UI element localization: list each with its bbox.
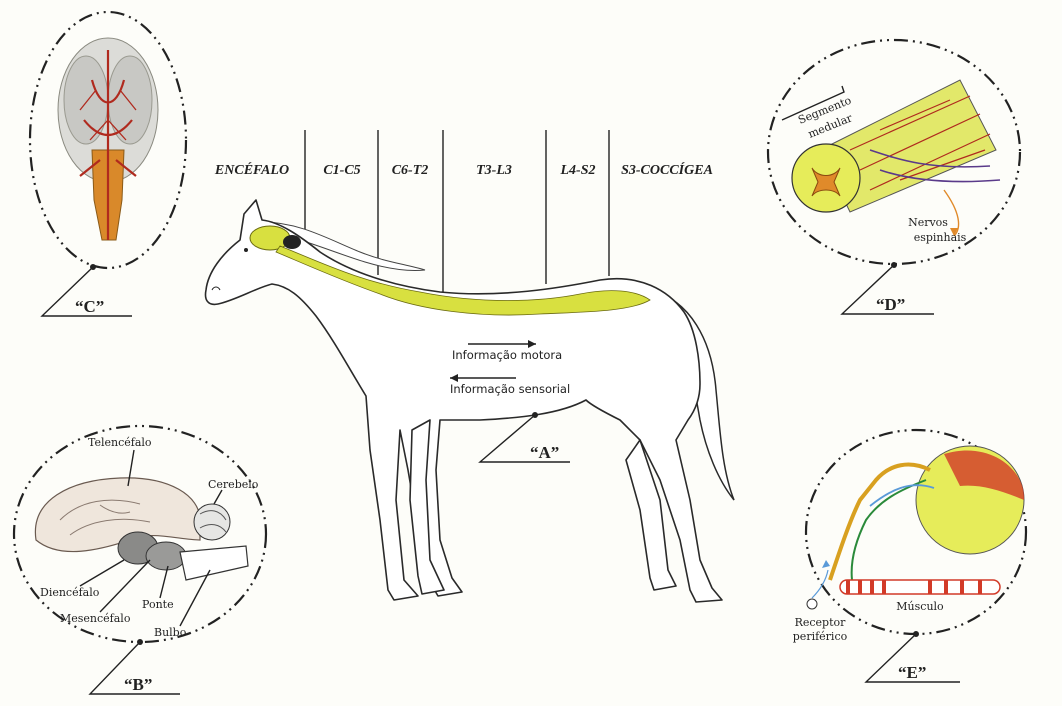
brain-mesencefalo-label: Mesencéfalo [60,612,131,625]
panel-d-label: “D” [876,295,905,314]
panel-b-label: “B” [124,675,152,694]
segment-encefalo: ENCÉFALO [214,161,289,178]
segment-s3-coccigea: S3-COCCÍGEA [621,161,713,178]
spinal-nervos-label: Nervos [908,216,948,229]
panel-c-label: “C” [75,297,104,316]
horse-illustration [206,200,735,602]
segment-c6-t2: C6-T2 [392,163,429,178]
segment-t3-l3: T3-L3 [476,163,512,178]
brain-diencefalo-label: Diencéfalo [40,586,100,599]
brain-ponte-label: Ponte [142,598,174,611]
reflex-periferico-label: periférico [793,630,848,643]
panel-a-label: “A” [530,443,559,462]
panel-e-label: “E” [898,663,926,682]
panel-e-reflex-arc [807,446,1024,609]
segment-lines [305,130,609,292]
panel-c-brain-ventral [58,38,158,240]
brain-cerebelo-label: Cerebelo [208,478,259,491]
spinal-espinhais-label: espinhais [914,231,967,244]
panel-b-brain-sagittal [35,478,248,580]
reflex-receptor-label: Receptor [795,616,847,629]
brain-bulbo-label: Bulbo [154,626,187,639]
segment-c1-c5: C1-C5 [323,163,360,178]
segment-l4-s2: L4-S2 [560,163,596,178]
reflex-musculo-label: Músculo [896,600,944,613]
info-sensory-label: Informação sensorial [450,382,570,396]
brain-telencefalo-label: Telencéfalo [88,436,152,449]
info-motor-label: Informação motora [452,348,562,362]
